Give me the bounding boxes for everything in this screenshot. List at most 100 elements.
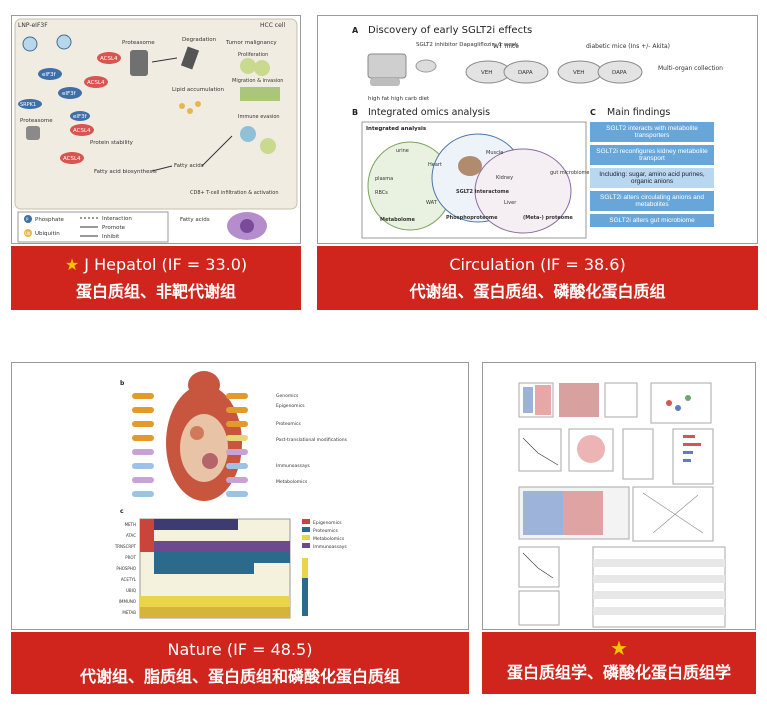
chip-acsl4-1: ACSL4 [100, 56, 118, 62]
card-circulation: A Discovery of early SGLT2i effects high… [317, 15, 758, 310]
heatmap-grid [139, 518, 291, 619]
cd8-label: CD8+ T-cell infiltration & activation [190, 190, 279, 196]
card-nature: b Genomics Epigenomics [11, 362, 469, 694]
nature-diagram: b Genomics Epigenomics [114, 371, 348, 619]
chip-eif3f-2: eIF3f [62, 91, 77, 97]
star-icon: ★ [64, 255, 80, 274]
journal-label: J Hepatol (IF = 33.0) [84, 255, 248, 274]
nature-legend-proteomics: Proteomics [276, 421, 302, 427]
figure-nature: b Genomics Epigenomics [11, 362, 469, 630]
banner-circulation: Circulation (IF = 38.6) 代谢组、蛋白质组、磷酸化蛋白质组 [317, 246, 758, 310]
omics-liver: Liver [504, 200, 517, 206]
integrated-label: Integrated analysis [366, 126, 427, 132]
heatmap-row-trnscrpt: TRNSCRPT [114, 544, 137, 549]
color-legend-epigenomics: Epigenomics [313, 520, 342, 526]
legend-promote: Promote [102, 225, 126, 231]
heatmap-row-immuno: IMMUNO [119, 599, 136, 604]
chip-acsl4-4: ACSL4 [63, 156, 81, 162]
heatmap-row-acetyl: ACETYL [121, 577, 137, 582]
omics-subtitle: 蛋白质组学、磷酸化蛋白质组学 [506, 663, 731, 682]
finding-item: Including: sugar, amino acid purines, or… [590, 168, 714, 188]
nature-legend-genomics: Genomics [276, 393, 299, 399]
card-unlabeled: ★ 蛋白质组学、磷酸化蛋白质组学 [482, 362, 756, 694]
panel-a-title: Discovery of early SGLT2i effects [368, 25, 532, 36]
finding-item: SGLT2i alters gut microbiome [590, 214, 714, 227]
collection-label: Multi-organ collection [658, 65, 723, 72]
omics-proteome: (Meta-) proteome [523, 215, 573, 221]
diabetic-mice-label: diabetic mice (Ins +/- Akita) [586, 43, 670, 50]
inhibitor-label: SGLT2 inhibitor Dapagliflozin, 1 week [416, 42, 519, 48]
lnp-label: LNP-eIF3F [18, 22, 48, 29]
omics-muscle: Muscle [486, 150, 503, 156]
color-legend-immunoassays: Immunoassays [313, 544, 347, 550]
chip-eif3f-1: eIF3f [42, 72, 57, 78]
j-hepatol-diagram: LNP-eIF3F HCC cell eIF3f eIF3f ACSL4 ACS… [14, 18, 298, 243]
hcc-cell-label: HCC cell [260, 22, 285, 29]
omics-phosphoproteome: Phosphoproteome [446, 215, 498, 221]
nature-legend-metabolomics: Metabolomics [276, 479, 308, 485]
omics-urine: urine [396, 148, 409, 154]
star-icon: ★ [610, 636, 628, 660]
heatmap-row-atac: ATAC [126, 533, 136, 538]
omics-plasma: plasma [375, 176, 393, 182]
migration-label: Migration & invasion [232, 78, 283, 84]
panel-b-letter: B [352, 108, 358, 117]
circulation-diagram: A Discovery of early SGLT2i effects high… [352, 25, 723, 239]
findings-list: SGLT2 interacts with metabolite transpor… [590, 122, 714, 227]
color-legend-metabolomics: Metabolomics [313, 536, 345, 542]
chip-eif3f-3: eIF3f [73, 114, 88, 120]
legend-interaction: Interaction [102, 216, 132, 222]
wt-mice-label: WT mice [493, 43, 519, 50]
heatmap-row-meth: METH [125, 522, 136, 527]
proteasome-top: Proteasome [122, 40, 155, 46]
omics-kidney: Kidney [496, 175, 513, 181]
degradation-label: Degradation [182, 37, 217, 43]
finding-item: SGLT2i reconfigures kidney metabolite tr… [590, 145, 714, 165]
proliferation-label: Proliferation [238, 52, 268, 58]
mouse-veh-2: VEH [573, 70, 584, 76]
banner-j-hepatol: ★ J Hepatol (IF = 33.0) 蛋白质组、非靶代谢组 [11, 246, 301, 310]
proteomics-figure-panels [518, 382, 726, 628]
omics-subtitle: 代谢组、蛋白质组、磷酸化蛋白质组 [409, 282, 666, 301]
panel-c-letter: C [590, 108, 596, 117]
diet-label: high fat high carb diet [368, 96, 430, 102]
banner-proteomics: ★ 蛋白质组学、磷酸化蛋白质组学 [482, 632, 756, 694]
fatty-acid-biosynthesis-label: Fatty acid biosynthesis [94, 169, 157, 175]
journal-label: Circulation (IF = 38.6) [449, 255, 626, 274]
mouse-veh-1: VEH [481, 70, 492, 76]
legend-ubiquitin: Ubiquitin [35, 231, 60, 237]
panel-c-label: c [120, 508, 124, 515]
omics-heart: Heart [428, 162, 442, 168]
fatty-acids-label-1: Fatty acids [174, 163, 204, 169]
omics-rbcs: RBCs [375, 190, 388, 196]
nature-legend-ptm: Post-translational modifications [276, 437, 348, 443]
heatmap-row-metab: METAB [122, 610, 136, 615]
journal-label: Nature (IF = 48.5) [167, 640, 313, 659]
figure-proteomics [482, 362, 756, 630]
card-j-hepatol: LNP-eIF3F HCC cell eIF3f eIF3f ACSL4 ACS… [11, 15, 301, 310]
legend-inhibit: Inhibit [102, 234, 120, 240]
nature-legend-immunoassays: Immunoassays [276, 463, 310, 469]
chip-acsl4-2: ACSL4 [87, 80, 105, 86]
proteasome-left: Proteasome [20, 118, 53, 124]
heatmap-row-ubiq: UBIQ [126, 588, 136, 593]
panel-c-title: Main findings [607, 107, 670, 118]
finding-item: SGLT2 interacts with metabolite transpor… [590, 122, 714, 142]
figure-j-hepatol: LNP-eIF3F HCC cell eIF3f eIF3f ACSL4 ACS… [11, 15, 301, 244]
lipid-label: Lipid accumulation [172, 87, 225, 93]
srpk1-chip: SRPK1 [20, 102, 36, 108]
finding-item: SGLT2i alters circulating anions and met… [590, 191, 714, 211]
mouse-dapa-2: DAPA [612, 70, 627, 76]
svg-text:P: P [26, 217, 29, 222]
mouse-dapa-1: DAPA [518, 70, 533, 76]
legend-phosphate: Phosphate [35, 217, 65, 223]
omics-gut-microbiome: gut microbiome [550, 170, 589, 176]
omics-subtitle: 蛋白质组、非靶代谢组 [75, 282, 236, 301]
panel-b-title: Integrated omics analysis [368, 107, 490, 118]
omics-metabolome: Metabolome [380, 217, 416, 223]
panel-a-letter: A [352, 26, 359, 35]
omics-subtitle: 代谢组、脂质组、蛋白质组和磷酸化蛋白质组 [79, 667, 400, 686]
omics-wat: WAT [426, 200, 438, 206]
omics-interactome: SGLT2 interactome [456, 189, 510, 195]
svg-text:Ub: Ub [25, 231, 31, 236]
